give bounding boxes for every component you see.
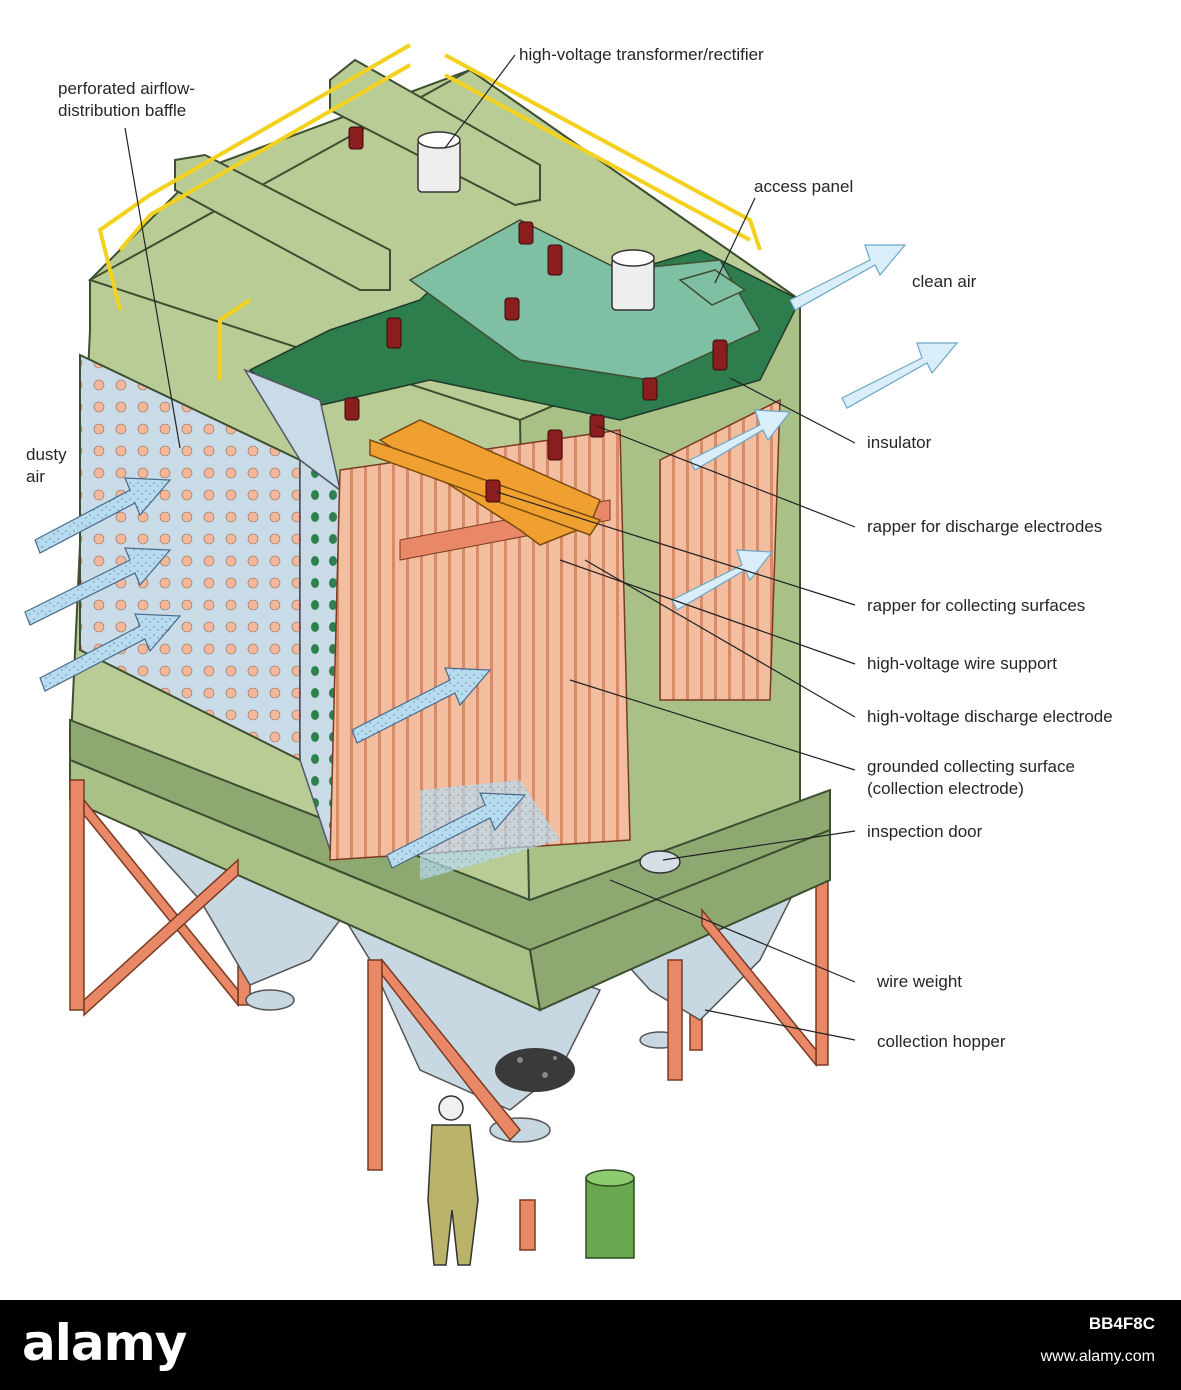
label-clean-air: clean air: [912, 272, 977, 291]
inspection-door: [639, 850, 681, 874]
waste-drum: [585, 1169, 635, 1259]
watermark-logo: alamy: [22, 1314, 187, 1372]
clean-air-arrows: [671, 244, 959, 611]
worker-figure: [427, 1095, 479, 1266]
watermark-site: www.alamy.com: [1040, 1348, 1155, 1365]
safety-railing: [97, 43, 762, 380]
leader-lines: [124, 54, 856, 1041]
label-rapper-discharge: rapper for discharge electrodes: [867, 517, 1103, 536]
insulators: [344, 126, 728, 503]
label-access-panel: access panel: [754, 177, 854, 196]
label-wire-weight: wire weight: [877, 972, 963, 991]
collected-dust-pile: [495, 1048, 575, 1092]
dusty-air-arrows: [24, 477, 527, 869]
label-collecting-surface: grounded collecting surface (collection …: [867, 757, 1075, 798]
roof-cutaway: [248, 219, 802, 421]
transformer-rectifiers: [417, 131, 655, 311]
label-discharge-electrode: high-voltage discharge electrode: [867, 707, 1113, 726]
label-transformer: high-voltage transformer/rectifier: [519, 45, 764, 64]
access-panel: [678, 269, 747, 306]
label-wire-support: high-voltage wire support: [867, 654, 1057, 673]
watermark-bar: alamy BB4F8C www.alamy.com: [0, 1300, 1181, 1390]
watermark-image-id: BB4F8C: [1088, 1314, 1155, 1333]
label-baffle: perforated airflow- distribution baffle: [58, 79, 196, 120]
label-dusty-air: dusty air: [26, 445, 67, 486]
label-insulator: insulator: [867, 433, 932, 452]
label-rapper-collecting: rapper for collecting surfaces: [867, 596, 1086, 615]
label-inspection-door: inspection door: [867, 822, 983, 841]
label-collection-hopper: collection hopper: [877, 1032, 1006, 1051]
electrostatic-precipitator-diagram: [24, 43, 959, 1266]
